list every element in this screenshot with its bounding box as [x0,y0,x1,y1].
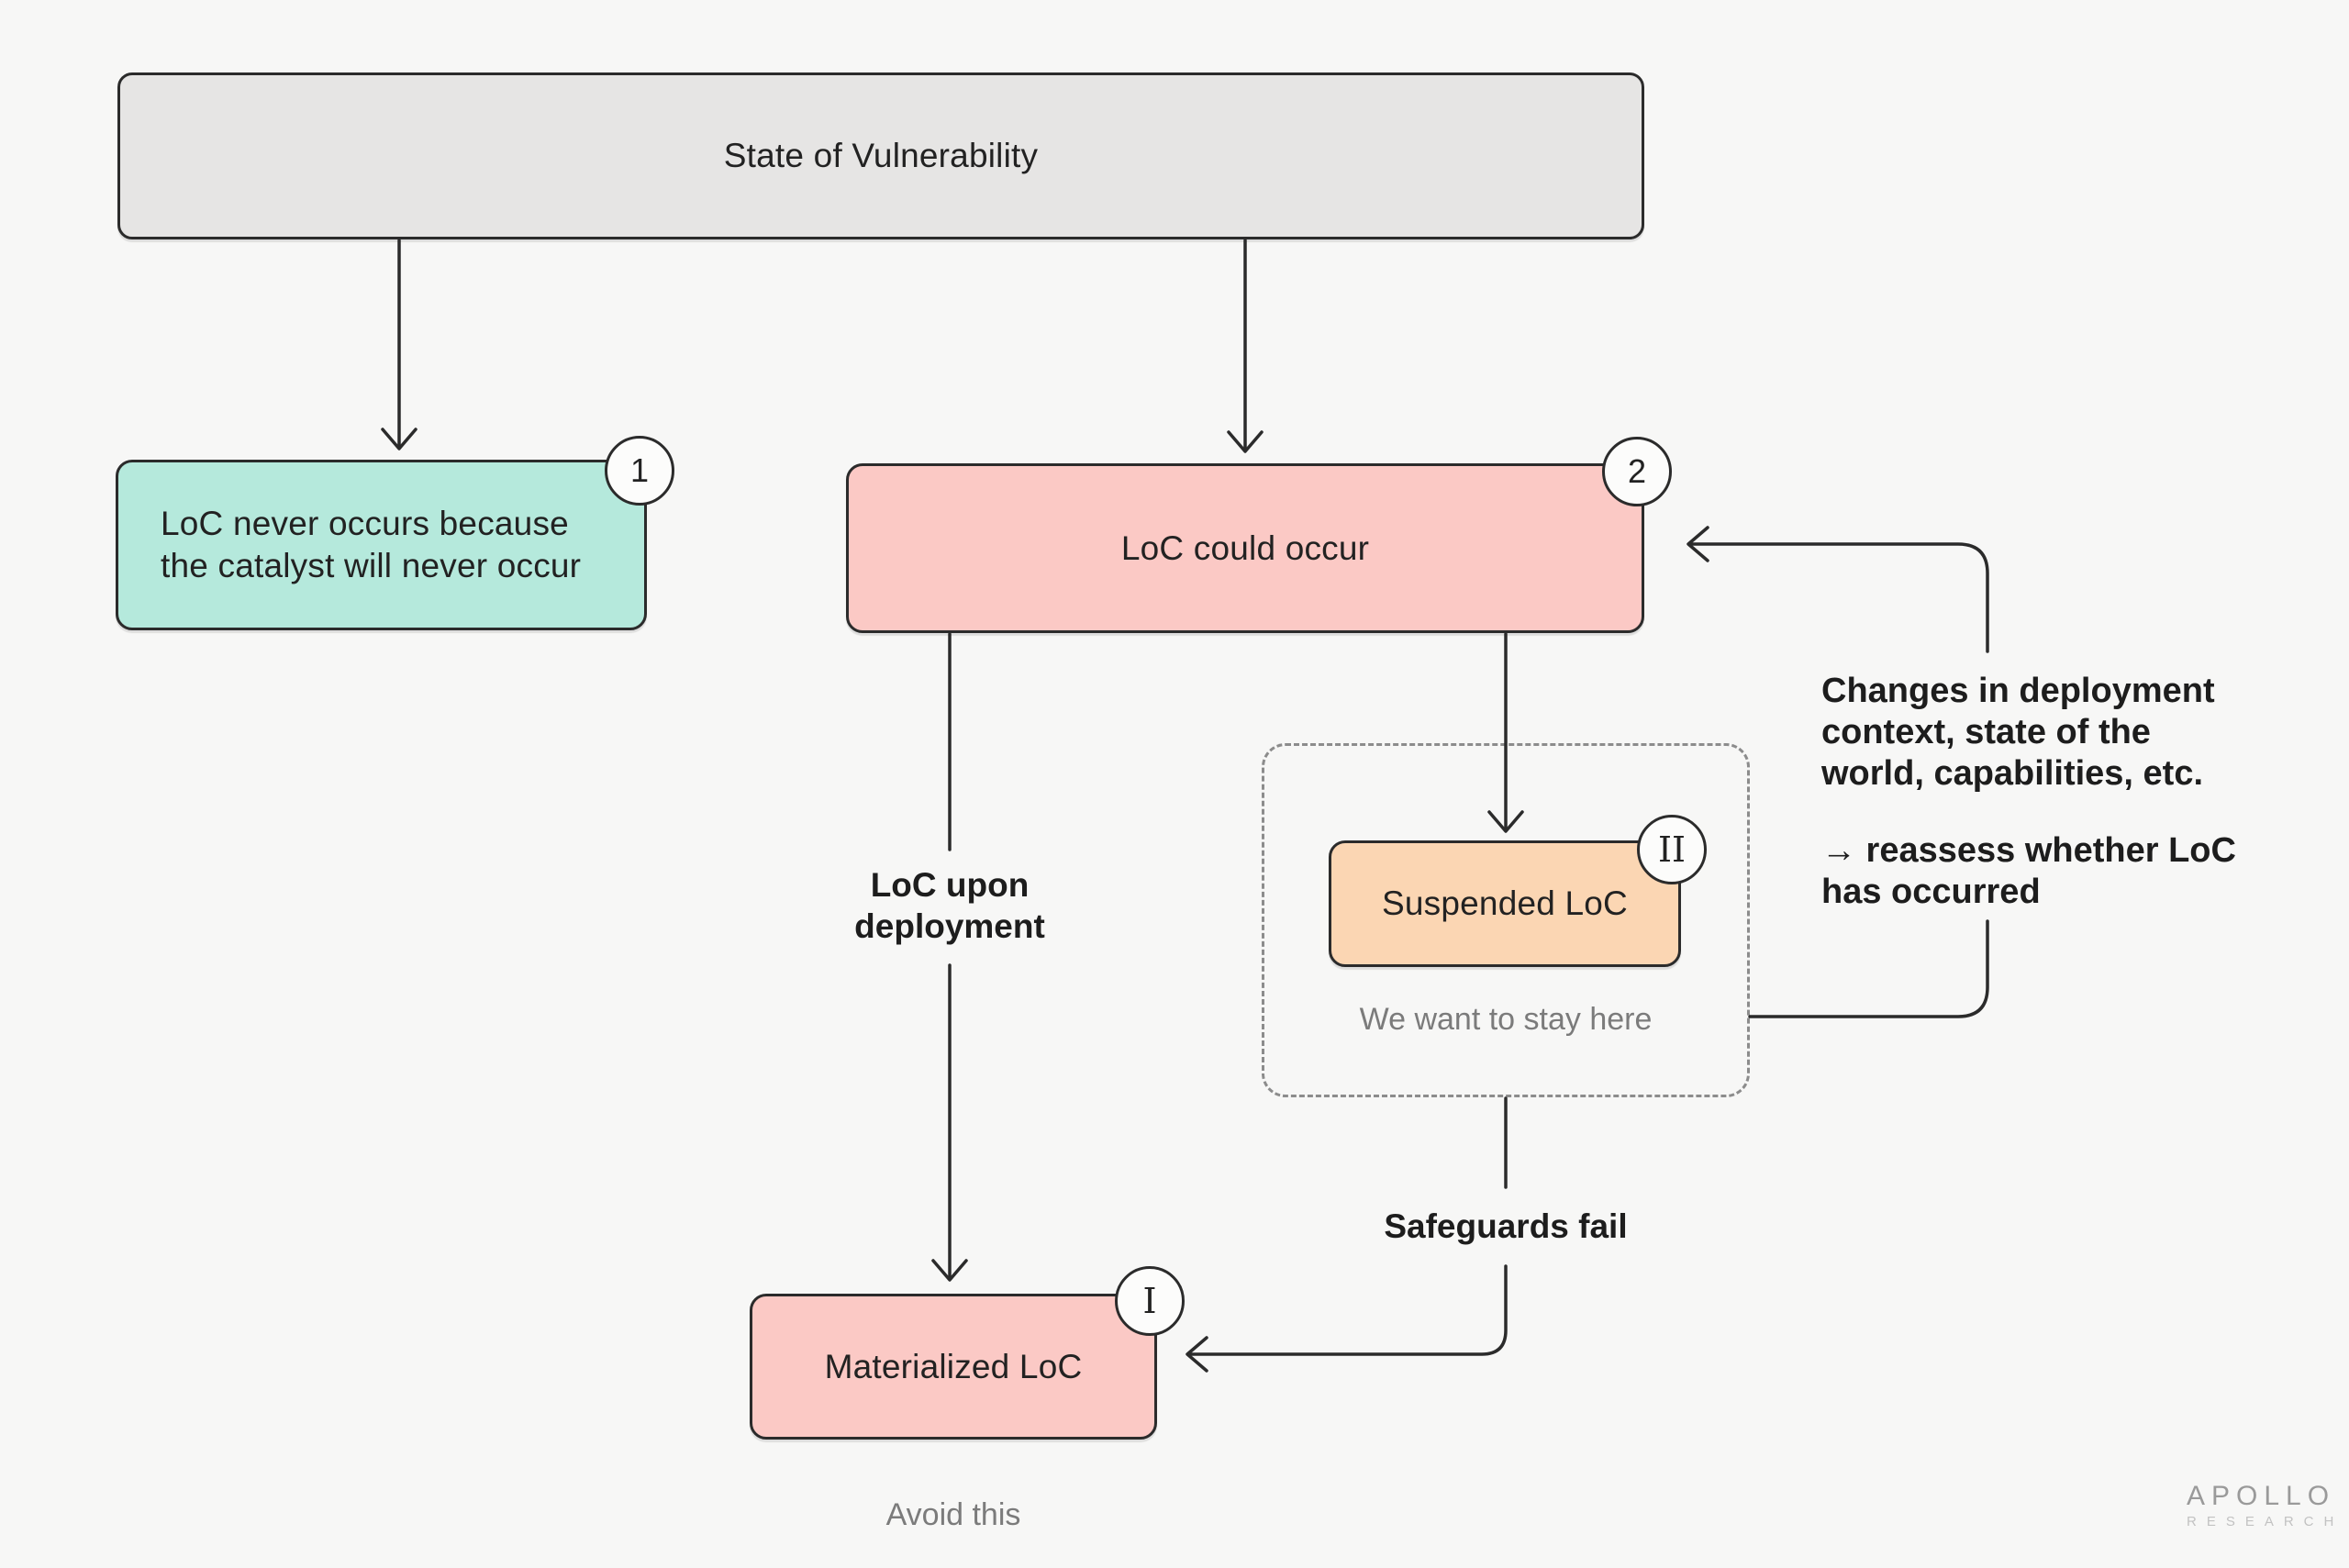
node-materialized-loc: Materialized LoC [750,1294,1157,1440]
badge-1: 1 [605,436,674,506]
badge-ii-label: II [1657,829,1687,870]
arrowhead-down-could [1227,430,1264,453]
badge-2-label: 2 [1627,452,1647,490]
label-avoid-this: Avoid this [885,1497,1021,1532]
arrowhead-left-materialized [1186,1336,1208,1373]
apollo-research-logo: APOLLO RESEARCH [2187,1483,2343,1529]
node-suspended-loc-label: Suspended LoC [1382,884,1628,922]
node-suspended-loc: Suspended LoC [1329,840,1681,967]
logo-wordmark: APOLLO [2187,1481,2336,1511]
badge-ii: II [1637,815,1707,884]
label-reassess-note: → reassess whether LoC has occurred [1821,831,2236,911]
node-loc-never-occurs: LoC never occurs because the catalyst wi… [116,460,647,630]
label-we-want-to-stay-here: We want to stay here [1359,1002,1653,1037]
label-changes-note: Changes in deployment context, state of … [1821,672,2215,793]
label-safeguards-fail: Safeguards fail [1384,1207,1628,1245]
node-state-of-vulnerability-label: State of Vulnerability [723,137,1039,174]
logo-subtitle: RESEARCH [2187,1514,2344,1529]
node-loc-could-occur-label: LoC could occur [1120,528,1370,567]
arrowhead-left-could [1687,526,1709,562]
node-state-of-vulnerability: State of Vulnerability [117,72,1644,239]
badge-i: I [1115,1266,1185,1336]
label-loc-upon-deployment: LoC upon deployment [854,866,1045,945]
badge-1-label: 1 [629,451,650,489]
node-loc-never-occurs-label: LoC never occurs because the catalyst wi… [161,505,582,584]
badge-i-label: I [1142,1281,1157,1321]
node-loc-could-occur: LoC could occur [846,463,1644,633]
badge-2: 2 [1602,437,1672,506]
node-materialized-loc-label: Materialized LoC [824,1347,1083,1385]
arrowhead-down-never [381,428,417,450]
arrowhead-down-materialized [931,1259,968,1282]
